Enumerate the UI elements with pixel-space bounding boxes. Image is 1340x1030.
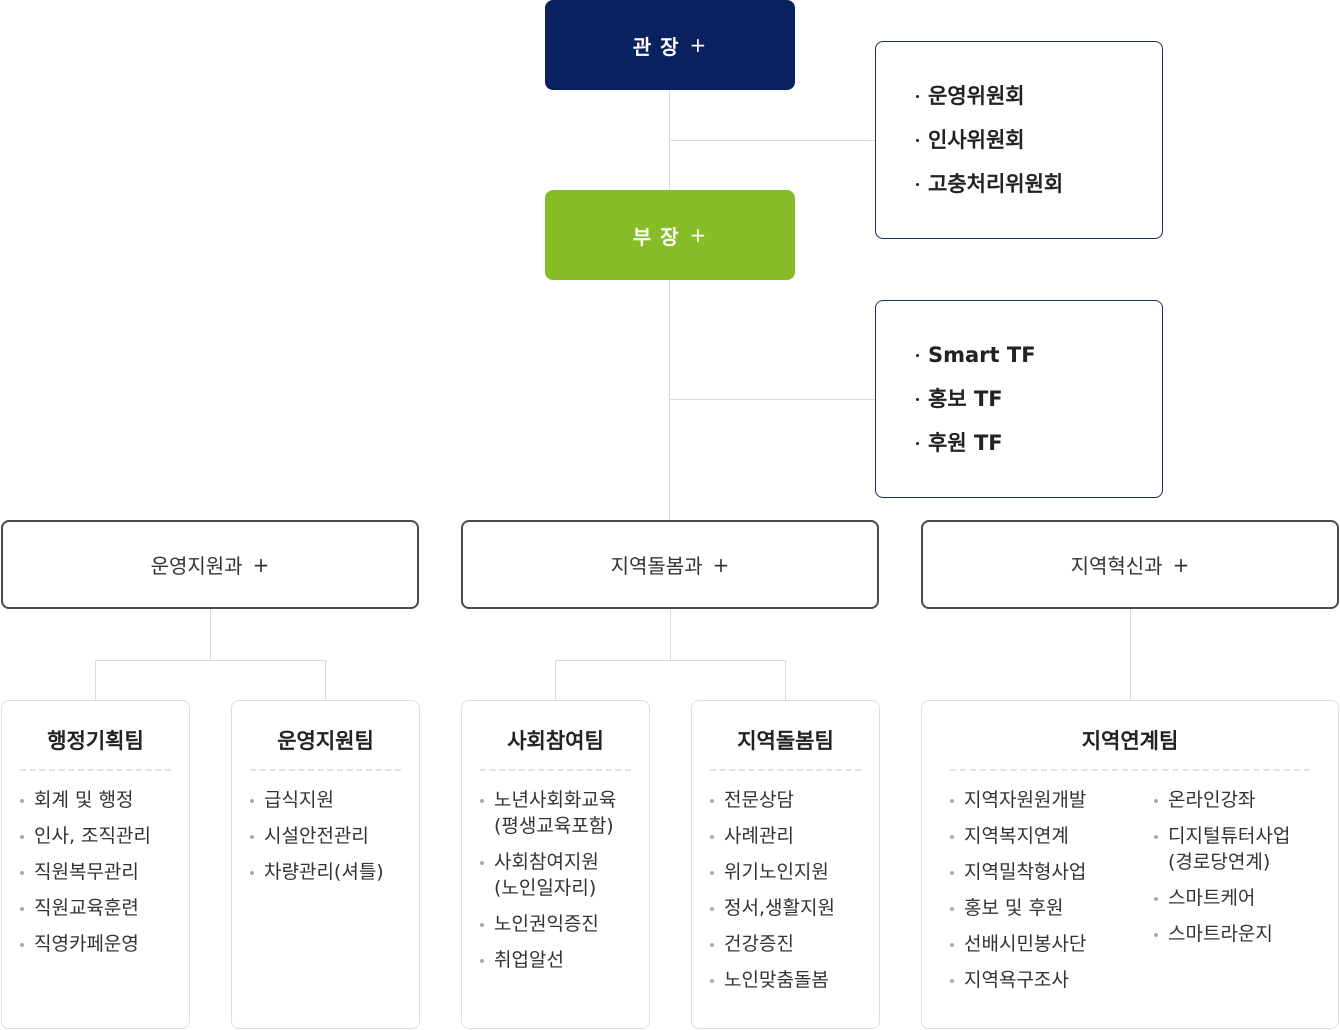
team-box-community-care: 지역돌봄팀 전문상담 사례관리 위기노인지원 정서,생활지원 건강증진 노인맞춤…	[691, 700, 880, 1029]
team-item: 지역밀착형사업	[950, 859, 1086, 885]
connector-dept2-horizontal	[555, 660, 786, 661]
connector-team1-up	[95, 660, 96, 700]
director-expand-icon: +	[689, 33, 708, 57]
committee-item: 고충처리위원회	[916, 170, 1162, 214]
team-item: 홍보 및 후원	[950, 895, 1086, 921]
team-item: 선배시민봉사단	[950, 931, 1086, 957]
deputy-box[interactable]: 부 장 +	[545, 190, 795, 280]
department-label: 운영지원과	[150, 554, 243, 578]
team-item: 지역욕구조사	[950, 967, 1086, 993]
team-item: 급식지원	[250, 787, 384, 813]
committee-item: 인사위원회	[916, 126, 1162, 170]
director-label: 관 장	[632, 34, 680, 59]
team-item: 노년사회화교육 (평생교육포함)	[480, 787, 616, 839]
team-item: 회계 및 행정	[20, 787, 151, 813]
connector-team4-up	[785, 660, 786, 700]
team-divider	[480, 769, 631, 771]
team-item: 위기노인지원	[710, 859, 835, 885]
team-item: 전문상담	[710, 787, 835, 813]
team-item: 차량관리(셔틀)	[250, 859, 384, 885]
team-box-operation-support: 운영지원팀 급식지원 시설안전관리 차량관리(셔틀)	[231, 700, 420, 1029]
team-item: 스마트케어	[1154, 885, 1290, 911]
team-item: 스마트라운지	[1154, 921, 1290, 947]
team-item: 정서,생활지원	[710, 895, 835, 921]
team-item: 인사, 조직관리	[20, 823, 151, 849]
taskforce-box: Smart TF 홍보 TF 후원 TF	[875, 300, 1163, 498]
connector-main-vertical	[669, 90, 670, 520]
team-title: 행정기획팀	[47, 729, 144, 753]
department-expand-icon: +	[1172, 552, 1190, 577]
deputy-label: 부 장	[632, 224, 680, 249]
director-box[interactable]: 관 장 +	[545, 0, 795, 90]
committee-box: 운영위원회 인사위원회 고충처리위원회	[875, 41, 1163, 239]
team-box-community-linkage: 지역연계팀 지역자원원개발 지역복지연계 지역밀착형사업 홍보 및 후원 선배시…	[921, 700, 1339, 1029]
department-label: 지역돌봄과	[610, 554, 703, 578]
team-item: 지역자원원개발	[950, 787, 1086, 813]
connector-dept1-horizontal	[95, 660, 326, 661]
department-operation-support[interactable]: 운영지원과 +	[1, 520, 419, 609]
connector-dept3-down	[1130, 609, 1131, 700]
team-item: 취업알선	[480, 947, 616, 973]
connector-dept2-down	[670, 609, 671, 660]
department-community-innovation[interactable]: 지역혁신과 +	[921, 520, 1339, 609]
team-divider	[950, 769, 1310, 771]
team-item: 직원교육훈련	[20, 895, 151, 921]
connector-team3-up	[555, 660, 556, 700]
team-item: 노인권익증진	[480, 911, 616, 937]
connector-team2-up	[325, 660, 326, 700]
connector-dept1-down	[210, 609, 211, 660]
team-item: 노인맞춤돌봄	[710, 967, 835, 993]
team-title: 지역연계팀	[1081, 729, 1179, 753]
department-expand-icon: +	[252, 552, 270, 577]
connector-taskforce	[670, 399, 875, 400]
team-divider	[20, 769, 171, 771]
team-item: 사례관리	[710, 823, 835, 849]
team-divider	[710, 769, 861, 771]
department-community-care[interactable]: 지역돌봄과 +	[461, 520, 879, 609]
team-title: 지역돌봄팀	[737, 729, 834, 753]
team-box-admin-planning: 행정기획팀 회계 및 행정 인사, 조직관리 직원복무관리 직원교육훈련 직영카…	[1, 700, 190, 1029]
team-item: 온라인강좌	[1154, 787, 1290, 813]
team-box-social-participation: 사회참여팀 노년사회화교육 (평생교육포함) 사회참여지원 (노인일자리) 노인…	[461, 700, 650, 1029]
team-title: 사회참여팀	[507, 729, 604, 753]
team-item: 지역복지연계	[950, 823, 1086, 849]
team-item: 사회참여지원 (노인일자리)	[480, 849, 616, 901]
taskforce-item: 홍보 TF	[916, 385, 1162, 429]
team-item: 디지털튜터사업 (경로당연계)	[1154, 823, 1290, 875]
team-item: 건강증진	[710, 931, 835, 957]
taskforce-item: 후원 TF	[916, 429, 1162, 473]
department-expand-icon: +	[712, 552, 730, 577]
deputy-expand-icon: +	[689, 223, 708, 247]
connector-committee	[670, 140, 875, 141]
team-title: 운영지원팀	[277, 729, 374, 753]
team-divider	[250, 769, 401, 771]
team-item: 직영카페운영	[20, 931, 151, 957]
committee-item: 운영위원회	[916, 82, 1162, 126]
team-item: 시설안전관리	[250, 823, 384, 849]
team-item: 직원복무관리	[20, 859, 151, 885]
taskforce-item: Smart TF	[916, 341, 1162, 385]
department-label: 지역혁신과	[1070, 554, 1163, 578]
